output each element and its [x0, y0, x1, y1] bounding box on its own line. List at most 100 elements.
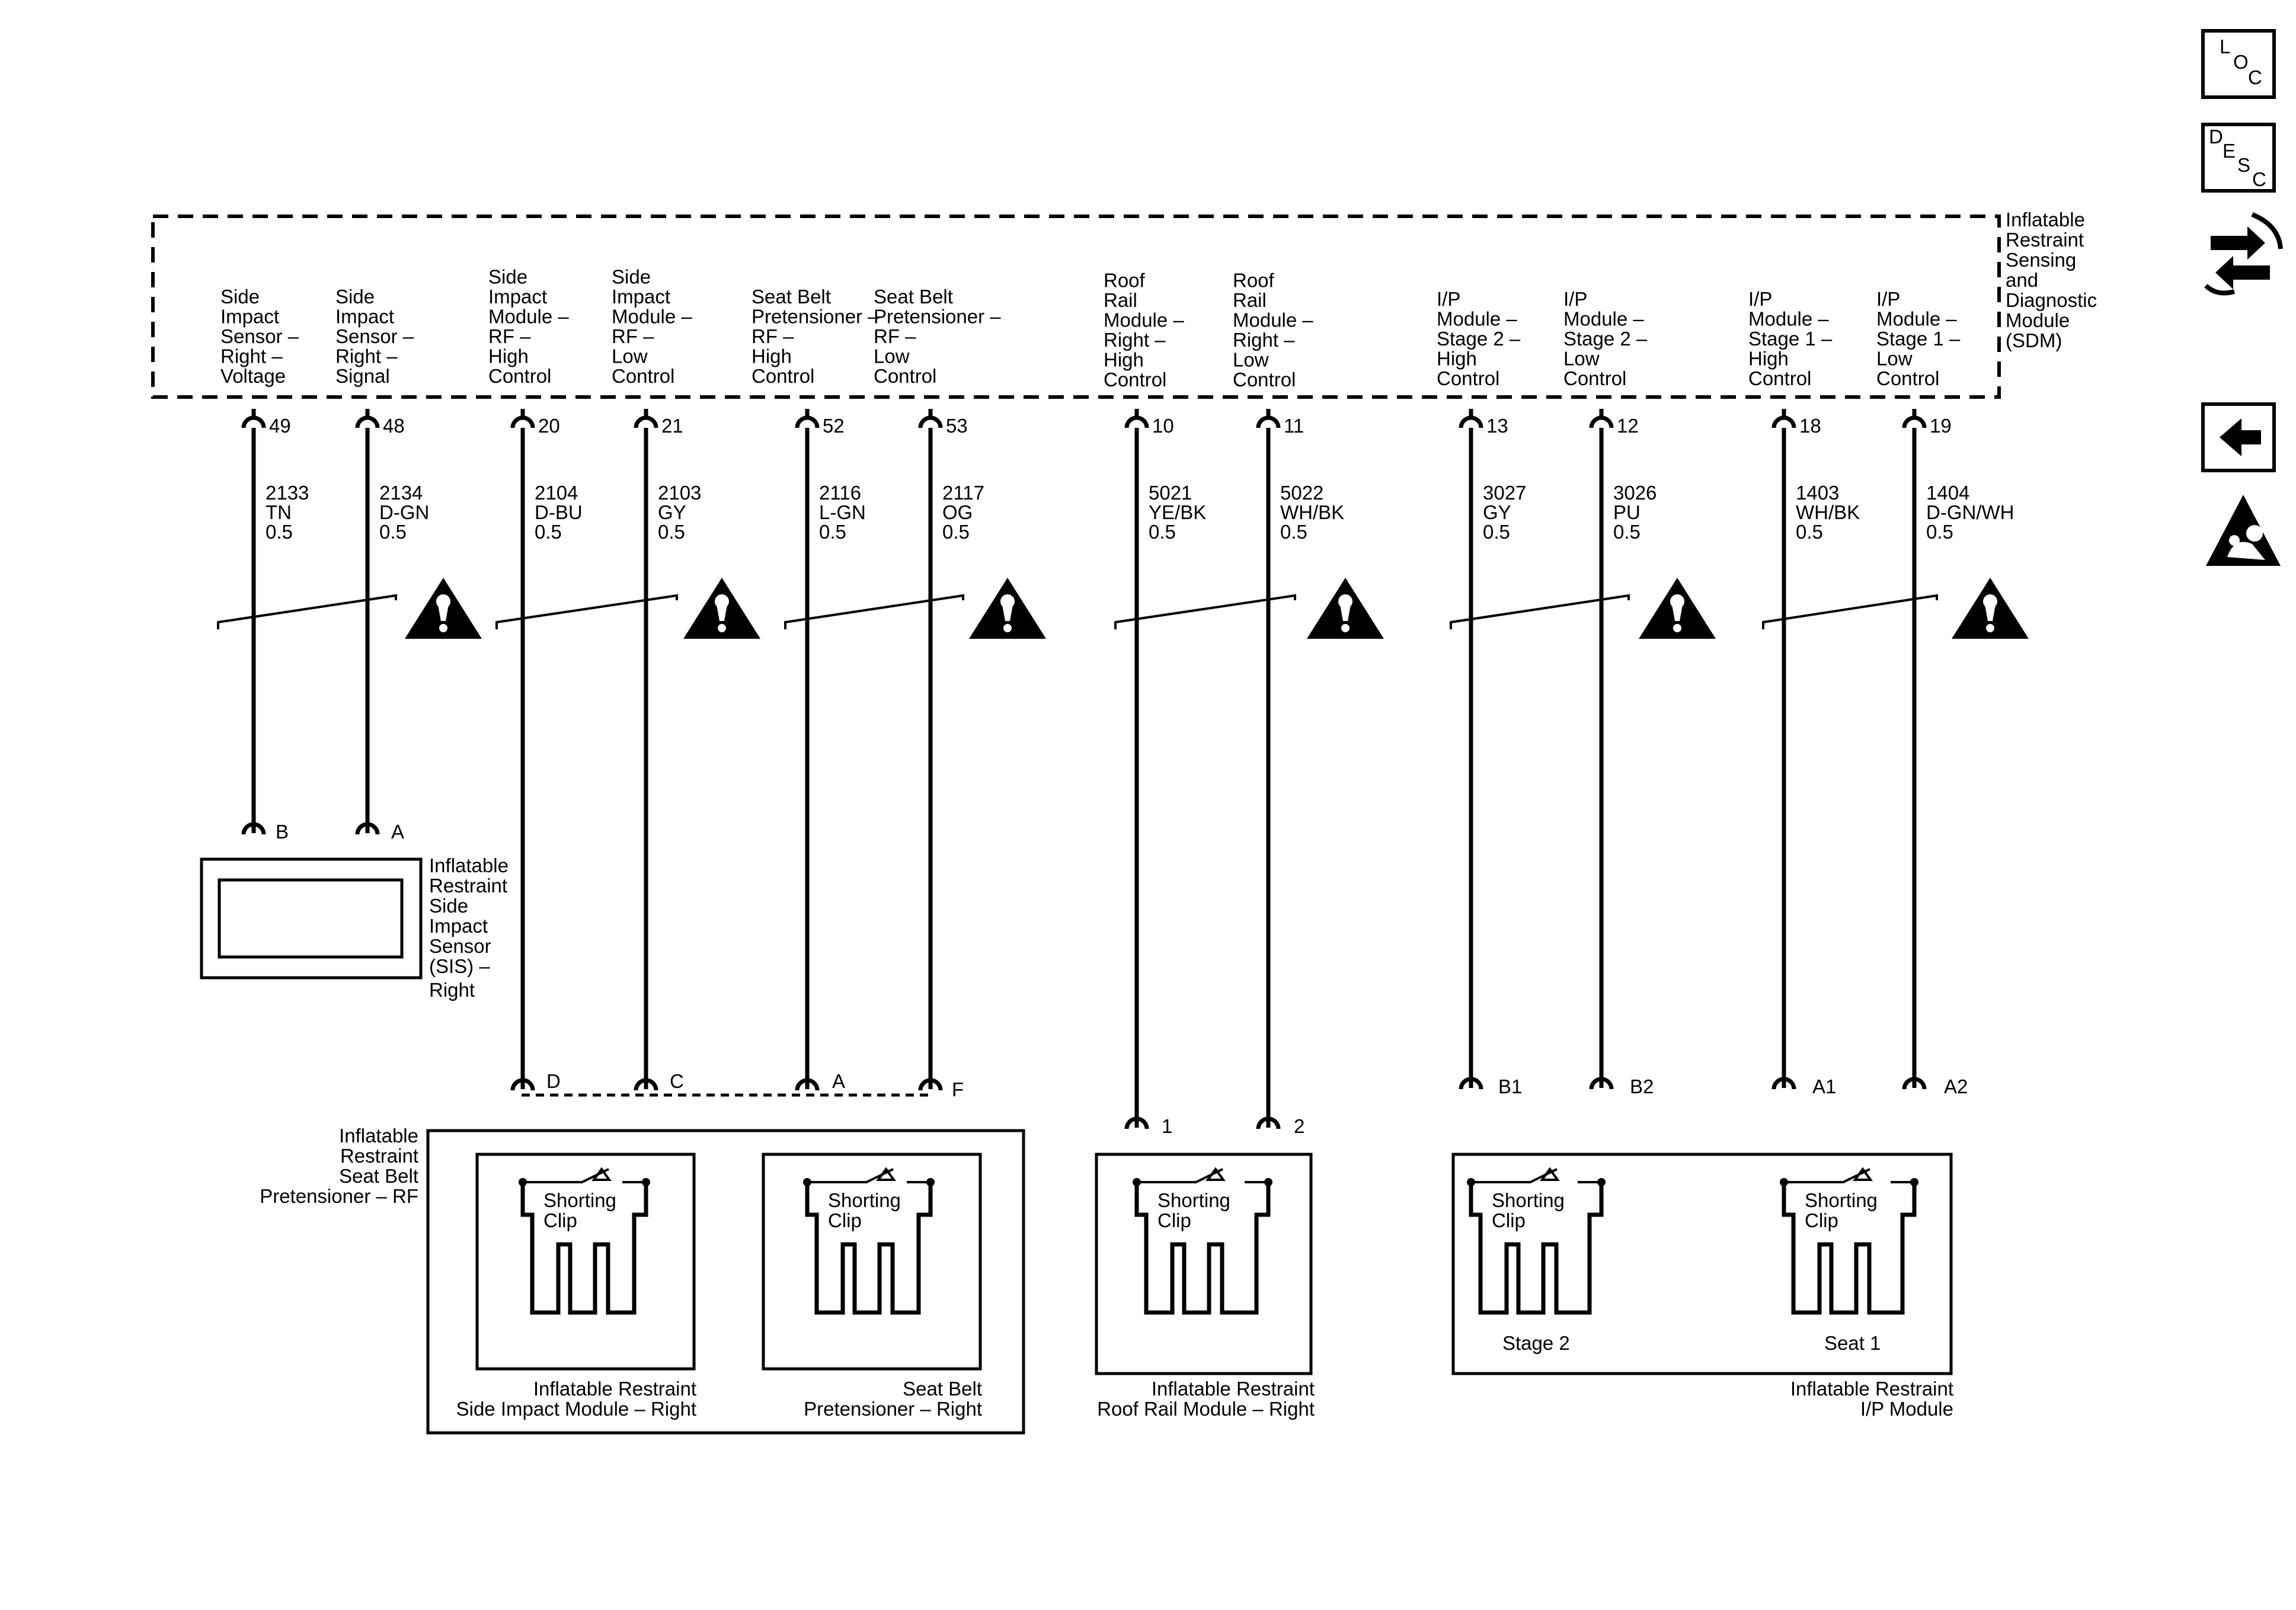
svg-text:(SIS) –: (SIS) –	[429, 955, 490, 977]
sdm-pin-label-line: I/P	[1437, 288, 1460, 310]
sis-pin-b: B	[276, 821, 289, 843]
svg-text:Inflatable: Inflatable	[339, 1125, 418, 1147]
sdm-enclosure	[151, 215, 2001, 399]
connector-terminal	[1124, 415, 1149, 428]
ip-pin-b1: B1	[1498, 1076, 1522, 1097]
connector-terminal	[918, 1078, 943, 1091]
shorting-clip-label: Clip	[828, 1209, 862, 1231]
sdm-pin-label-line: Sensor –	[220, 325, 299, 347]
sdm-pin-label-line: Rail	[1104, 289, 1137, 311]
sdm-pin-label-line: Control	[488, 365, 551, 387]
sdm-pin-label-line: Low	[612, 345, 648, 367]
roof-rail-module: 1 2 Inflatable Restraint Roof Rail Modul…	[1095, 1115, 1315, 1420]
circuit-info: GY	[658, 501, 686, 523]
pret-pin-d: D	[546, 1070, 561, 1092]
sdm-pin-label-line: Side	[335, 286, 375, 308]
connector-terminal	[1256, 415, 1281, 428]
sdm-pin-number: 10	[1152, 415, 1174, 437]
sdm-pin-label-line: Module –	[1748, 308, 1829, 330]
circuit-info: 5021	[1149, 482, 1192, 504]
svg-text:E: E	[2223, 140, 2236, 162]
back-arrow-icon[interactable]	[2201, 402, 2276, 472]
sdm-pin-label-line: Control	[1233, 369, 1296, 391]
sdm-pin-label-line: High	[488, 345, 529, 367]
sdm-pin-label-line: Control	[1437, 367, 1499, 389]
twisted-pair	[495, 578, 760, 639]
svg-text:Module: Module	[2006, 309, 2070, 331]
desc-button[interactable]: D E S C	[2201, 123, 2276, 193]
sdm-pin-label-line: Control	[1876, 367, 1939, 389]
sdm-name-label: Inflatable Restraint Sensing and Diagnos…	[2006, 209, 2097, 351]
svg-text:D: D	[2209, 126, 2223, 148]
sdm-pin-label-line: Right –	[1233, 329, 1295, 351]
side-impact-module-label-1: Inflatable Restraint	[533, 1378, 696, 1400]
sdm-pin-label-line: RF –	[874, 325, 916, 347]
shorting-clips: ShortingClipShortingClipShortingClipShor…	[519, 1167, 1918, 1315]
connector-terminal	[355, 415, 380, 428]
svg-text:S: S	[2237, 154, 2250, 176]
twisted-pair-markers	[217, 578, 2029, 639]
airbag-warning-icon[interactable]	[2206, 495, 2281, 566]
sdm-pin-label-line: Roof	[1233, 270, 1275, 292]
warning-triangle-icon	[405, 578, 482, 639]
warning-triangle-icon	[969, 578, 1046, 639]
warning-triangle-icon	[1952, 578, 2029, 639]
pret-pin-a: A	[832, 1070, 845, 1092]
loc-button[interactable]: L O C	[2201, 29, 2276, 99]
ip-module: B1 B2 A1 A2 Stage 2 Seat 1 Inflatable Re…	[1451, 1076, 1968, 1420]
circuit-info: 0.5	[1280, 521, 1307, 543]
connector-terminal	[1459, 1077, 1483, 1090]
connector-terminal	[795, 415, 820, 428]
circuit-info: 1403	[1796, 482, 1839, 504]
twisted-pair	[217, 578, 482, 639]
sdm-pin-label-line: Module –	[488, 306, 569, 328]
shorting-clip-label: Clip	[543, 1209, 577, 1231]
shorting-clip-label: Clip	[1157, 1209, 1191, 1231]
sdm-pin-number: 20	[538, 415, 560, 437]
circuit-info: YE/BK	[1149, 501, 1206, 523]
circuit-info: L-GN	[819, 501, 866, 523]
sdm-pin-number: 19	[1930, 415, 1952, 437]
svg-text:Inflatable Restraint: Inflatable Restraint	[1790, 1378, 1953, 1400]
connector-terminal	[1124, 1116, 1149, 1129]
connector-terminal	[1902, 1077, 1927, 1090]
ip-pin-b2: B2	[1630, 1076, 1654, 1097]
sdm-pin-label-line: Impact	[220, 306, 279, 328]
circuit-info: D-BU	[535, 501, 583, 523]
circuit-info: D-GN/WH	[1926, 501, 2014, 523]
circuit-info: TN	[266, 501, 292, 523]
sdm-pin-label-line: Side	[220, 286, 260, 308]
circuit-info: 2116	[819, 482, 861, 504]
svg-text:C: C	[2248, 66, 2262, 88]
circuit-info: D-GN	[379, 501, 429, 523]
ip-pin-a2: A2	[1944, 1076, 1968, 1097]
svg-text:Inflatable: Inflatable	[2006, 209, 2085, 231]
sdm-pin-label-line: I/P	[1563, 288, 1587, 310]
sdm-pin-label-line: Seat Belt	[752, 286, 831, 308]
connector-swap-icon[interactable]	[2204, 212, 2283, 296]
connector-terminal	[510, 1078, 535, 1091]
sdm-pin-label-line: Control	[874, 365, 936, 387]
circuit-info: 1404	[1926, 482, 1969, 504]
connector-terminal	[1771, 1077, 1796, 1090]
circuit-info: WH/BK	[1796, 501, 1860, 523]
circuit-info: 0.5	[819, 521, 846, 543]
svg-text:C: C	[2252, 168, 2266, 190]
svg-text:(SDM): (SDM)	[2006, 329, 2062, 351]
twisted-pair	[784, 578, 1046, 639]
connector-terminal	[795, 1078, 820, 1091]
sdm-pin-label-line: Side	[488, 266, 527, 288]
sdm-pin-label-line: Control	[752, 365, 814, 387]
twisted-pair	[1450, 578, 1716, 639]
seat-belt-pretensioner-label-1: Seat Belt	[903, 1378, 982, 1400]
connector-terminal	[355, 822, 380, 835]
circuit-info: 0.5	[1149, 521, 1176, 543]
warning-triangle-icon	[1639, 578, 1716, 639]
sis-name-label: Inflatable Restraint Side Impact Sensor …	[429, 854, 509, 1001]
